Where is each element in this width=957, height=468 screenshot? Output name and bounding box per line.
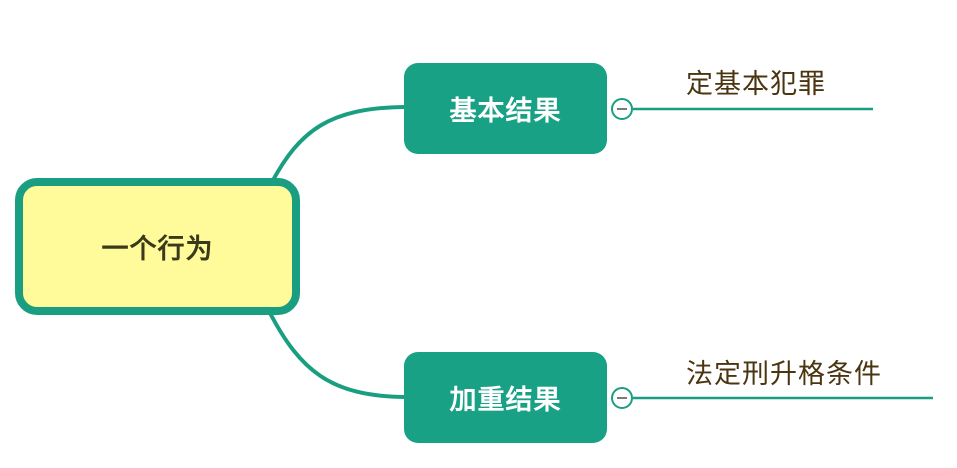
topic-node-basic-result[interactable]: 基本结果 xyxy=(404,63,607,154)
collapse-minus-icon[interactable] xyxy=(611,98,633,120)
topic-label-aggravated-result: 加重结果 xyxy=(449,385,562,416)
root-topic-label: 一个行为 xyxy=(101,234,214,265)
topic-label-basic-result: 基本结果 xyxy=(449,96,562,127)
connector-root-to-basic-result xyxy=(270,105,405,183)
collapse-minus-icon[interactable] xyxy=(611,387,633,409)
subtopic-penalty-upgrade-condition[interactable]: 法定刑升格条件 xyxy=(686,359,882,390)
root-topic-node[interactable]: 一个行为 xyxy=(15,178,300,315)
connector-root-to-aggravated-result xyxy=(268,312,405,399)
subtopic-basic-crime[interactable]: 定基本犯罪 xyxy=(686,69,826,100)
topic-node-aggravated-result[interactable]: 加重结果 xyxy=(404,352,607,443)
